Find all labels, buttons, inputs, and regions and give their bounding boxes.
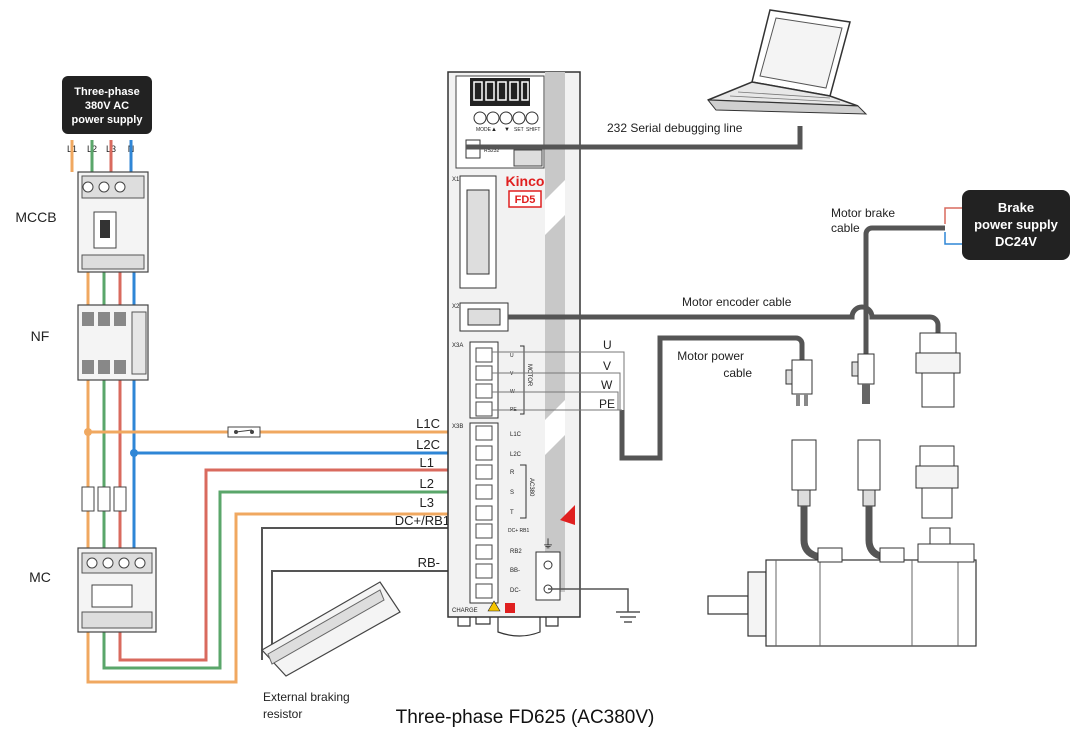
power-supply-line3: power supply [72, 114, 144, 126]
brake-supply-line2: power supply [974, 217, 1059, 232]
x3b-pin-dcplus: DC+ RB1 [508, 528, 529, 534]
brake-cable [863, 225, 945, 358]
motor-power-plug [791, 439, 826, 560]
brake-cable-label-line1: Motor brake [831, 206, 895, 220]
brake-connector [851, 353, 875, 404]
brake-supply-box: Brake power supply DC24V [962, 190, 1070, 260]
fuse [227, 426, 261, 438]
x3b-pin-l2c: L2C [510, 452, 522, 458]
warning-icon [487, 600, 501, 612]
wire-label-pe: PE [599, 397, 615, 411]
charge-label: CHARGE [452, 608, 478, 614]
wire-label-u: U [603, 338, 612, 352]
port-x3b-label: X3B [452, 424, 463, 430]
power-supply-line1: Three-phase [74, 86, 139, 98]
power-cable-label-line2: cable [723, 366, 752, 380]
model-label: FD5 [515, 194, 536, 206]
wire-label-rb-minus: RB- [418, 555, 440, 570]
encoder-cable [508, 304, 941, 333]
encoder-connector [915, 332, 961, 408]
wire-label-l1c: L1C [416, 416, 440, 431]
uvw-wires [492, 351, 625, 411]
wire-label-l2: L2 [420, 476, 434, 491]
x3b-pin-l1c: L1C [510, 432, 522, 438]
wire-label-l2c: L2C [416, 437, 440, 452]
ac-tag: AC380 [528, 478, 534, 497]
brake-supply-line1: Brake [998, 200, 1034, 215]
port-x3a-label: X3A [452, 343, 463, 349]
power-connector [785, 359, 813, 406]
servo-motor [707, 527, 977, 647]
servo-drive: MODE ▲ ▼ SET SHIFT RS232 Kinco FD5 X1 X2… [447, 71, 581, 637]
btn-down-label: ▼ [504, 127, 510, 133]
mccb-breaker [77, 171, 149, 273]
wire-label-w: W [601, 378, 613, 392]
x3b-pin-bb: BB- [510, 568, 520, 574]
motor-encoder-plug [915, 445, 959, 519]
l1c-junction [84, 428, 92, 436]
hot-surface-icon [505, 603, 515, 613]
contact-blocks [81, 486, 127, 512]
nf-label: NF [31, 328, 50, 344]
btn-mode-label: MODE [476, 127, 492, 133]
port-x2-label: X2 [452, 304, 460, 310]
wire-label-dcplus-rb1: DC+/RB1 [395, 513, 450, 528]
power-cable-label-line1: Motor power [677, 349, 744, 363]
brake-supply-line3: DC24V [995, 234, 1037, 249]
brand-logo: Kinco [506, 173, 545, 189]
power-cable [619, 335, 805, 461]
btn-up-label: ▲ [491, 127, 497, 133]
btn-shift-label: SHIFT [526, 127, 540, 133]
serial-cable [466, 126, 803, 150]
nf-filter [77, 304, 149, 381]
wire-label-l1: L1 [420, 455, 434, 470]
power-supply-box: Three-phase 380V AC power supply [62, 76, 152, 134]
encoder-cable-label: Motor encoder cable [682, 295, 792, 309]
x3b-pin-s: S [510, 490, 514, 496]
serial-cable-label: 232 Serial debugging line [607, 121, 743, 135]
mc-contactor [77, 547, 157, 633]
x3a-pin-u: U [510, 353, 514, 359]
diagram-title: Three-phase FD625 (AC380V) [396, 707, 655, 728]
x3b-pin-dcminus: DC- [510, 588, 521, 594]
motor-brake-plug [857, 439, 892, 560]
x3b-pin-rb2: RB2 [510, 549, 522, 555]
btn-set-label: SET [514, 127, 524, 133]
ground-symbol-icon: ⏚ [542, 537, 554, 551]
power-supply-line2: 380V AC [85, 100, 129, 112]
wire-label-v: V [603, 359, 611, 373]
resistor-line2: resistor [263, 707, 302, 721]
x3b-pin-t: T [510, 510, 514, 516]
l2c-junction [130, 449, 138, 457]
brake-cable-label-line2: cable [831, 221, 860, 235]
ground-wire [548, 588, 640, 623]
mccb-label: MCCB [15, 209, 56, 225]
laptop-icon [706, 9, 868, 115]
mc-label: MC [29, 569, 51, 585]
x3a-pin-v: V [510, 371, 514, 377]
wire-label-l3: L3 [420, 495, 434, 510]
rs232-label: RS232 [484, 148, 500, 154]
motor-tag: MOTOR [526, 364, 532, 387]
braking-resistor [261, 581, 401, 677]
port-x1-label: X1 [452, 177, 460, 183]
resistor-line1: External braking [263, 690, 350, 704]
x3b-pin-r: R [510, 470, 515, 476]
braking-resistor-wires [261, 527, 475, 660]
